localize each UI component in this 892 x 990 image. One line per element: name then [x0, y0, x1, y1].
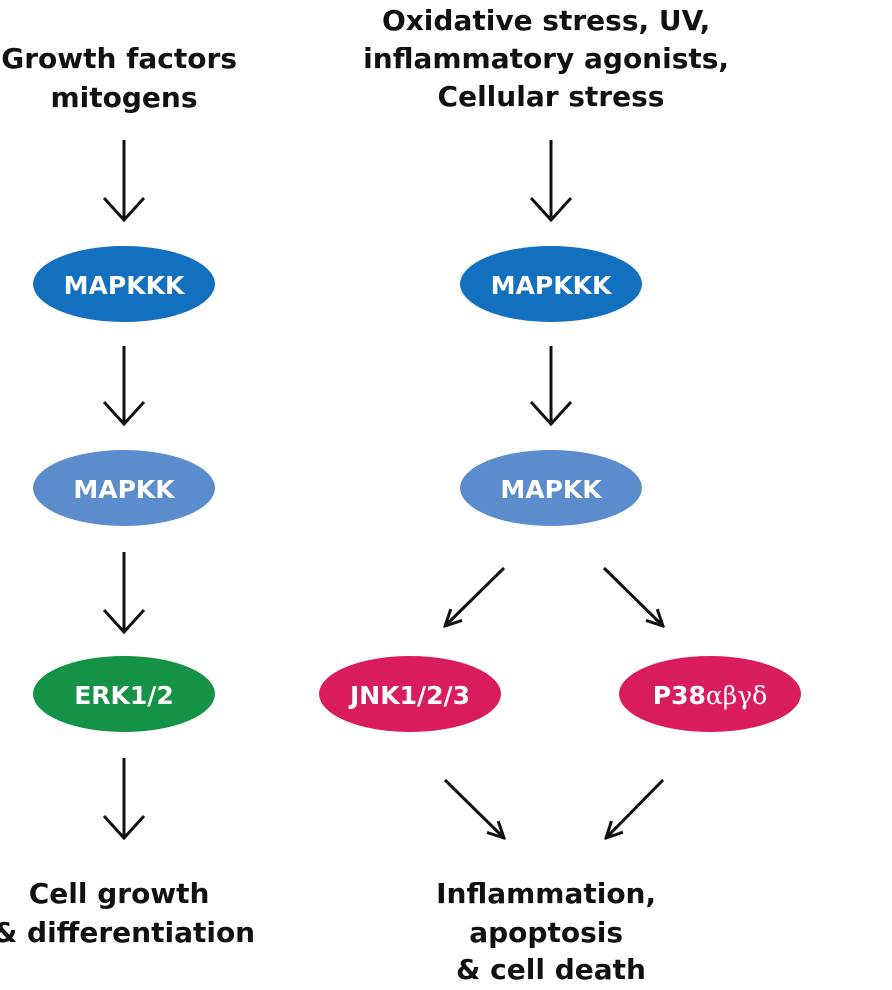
right-mapkk-node: MAPKK — [460, 450, 642, 526]
right-mapkk-label: MAPKK — [500, 475, 603, 504]
right-output-label: Inflammation, apoptosis & cell death — [436, 877, 666, 986]
left-output-label: Cell growth & differentiation — [0, 877, 255, 949]
right-input-line-3: Cellular stress — [438, 80, 665, 113]
left-output-line-2: & differentiation — [0, 916, 255, 949]
arrow-left-4 — [102, 758, 146, 841]
arrow-mapkk-to-jnk — [445, 566, 506, 626]
left-input-line-1: Growth factors — [1, 42, 237, 75]
right-jnk-ellipse — [319, 656, 501, 732]
right-mapkkk-node: MAPKKK — [460, 246, 642, 322]
right-jnk-label: JNK1/2/3 — [348, 681, 470, 710]
right-jnk-node: JNK1/2/3 — [319, 656, 501, 732]
left-mapkkk-node: MAPKKK — [33, 246, 215, 322]
right-output-line-1: Inflammation, — [436, 877, 656, 910]
arrow-mapkk-to-p38 — [602, 566, 663, 626]
left-input-line-2: mitogens — [50, 81, 197, 114]
left-mapkkk-label: MAPKKK — [64, 271, 186, 300]
right-input-line-2: inflammatory agonists, — [363, 42, 729, 75]
right-mapkkk-label: MAPKKK — [491, 271, 613, 300]
left-mapkkk-ellipse — [33, 246, 215, 322]
right-p38-ellipse — [619, 656, 801, 732]
arrow-left-3 — [102, 552, 146, 635]
left-erk-label: ERK1/2 — [74, 681, 174, 710]
right-input-label: Oxidative stress, UV, inflammatory agoni… — [363, 4, 739, 113]
arrow-right-2 — [529, 346, 573, 427]
left-mapkk-node: MAPKK — [33, 450, 215, 526]
left-output-line-1: Cell growth — [29, 877, 210, 910]
right-p38-node: P38αβγδ — [619, 656, 801, 732]
right-output-line-2: apoptosis — [469, 916, 623, 949]
right-p38-greek: αβγδ — [706, 681, 767, 710]
right-output-line-3: & cell death — [456, 953, 646, 986]
right-p38-label: P38αβγδ — [653, 681, 767, 710]
left-mapkk-ellipse — [33, 450, 215, 526]
right-input-line-1: Oxidative stress, UV, — [382, 4, 710, 37]
right-mapkkk-ellipse — [460, 246, 642, 322]
right-p38-prefix: P38 — [653, 681, 706, 710]
arrow-p38-to-output — [606, 778, 665, 838]
left-erk-ellipse — [33, 656, 215, 732]
arrow-jnk-to-output — [443, 778, 504, 838]
arrow-left-2 — [102, 346, 146, 427]
arrow-right-1 — [529, 140, 573, 223]
left-input-label: Growth factors mitogens — [1, 42, 246, 114]
arrow-left-1 — [102, 140, 146, 223]
left-mapkk-label: MAPKK — [73, 475, 176, 504]
right-mapkk-ellipse — [460, 450, 642, 526]
left-erk-node: ERK1/2 — [33, 656, 215, 732]
